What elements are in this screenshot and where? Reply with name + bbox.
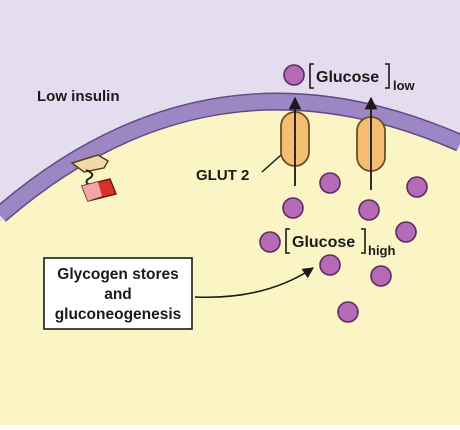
glucose-molecule-extracellular xyxy=(283,64,305,86)
glucose-production-arrow xyxy=(194,267,314,299)
glucose-molecule xyxy=(358,199,380,221)
glucose-high-concentration-label: Glucose high xyxy=(285,228,395,258)
glucose-molecule xyxy=(406,176,428,198)
glucose-molecule xyxy=(282,197,304,219)
glucose-molecule xyxy=(259,231,281,253)
glucose-molecule xyxy=(337,301,359,323)
glucose-molecules xyxy=(259,64,428,323)
box-line-3: gluconeogenesis xyxy=(55,306,182,323)
glut2-label: GLUT 2 xyxy=(196,167,249,184)
insulin-receptor xyxy=(70,154,118,202)
box-line-2: and xyxy=(104,286,132,303)
glucose-high-subscript: high xyxy=(368,243,395,258)
glucose-molecule xyxy=(370,265,392,287)
glycogen-gluconeogenesis-box xyxy=(43,257,193,330)
glucose-high-text: Glucose xyxy=(292,234,355,251)
glucose-low-concentration-label: Glucose low xyxy=(309,63,416,93)
glut2-leader-line xyxy=(261,154,282,173)
glucose-low-subscript: low xyxy=(393,78,416,93)
box-line-1: Glycogen stores xyxy=(57,266,178,283)
cytoplasm xyxy=(0,108,460,425)
low-insulin-label: Low insulin xyxy=(37,88,120,105)
glucose-molecule xyxy=(319,254,341,276)
glucose-low-text: Glucose xyxy=(316,69,379,86)
glucose-molecule xyxy=(395,221,417,243)
glucose-molecule xyxy=(319,172,341,194)
